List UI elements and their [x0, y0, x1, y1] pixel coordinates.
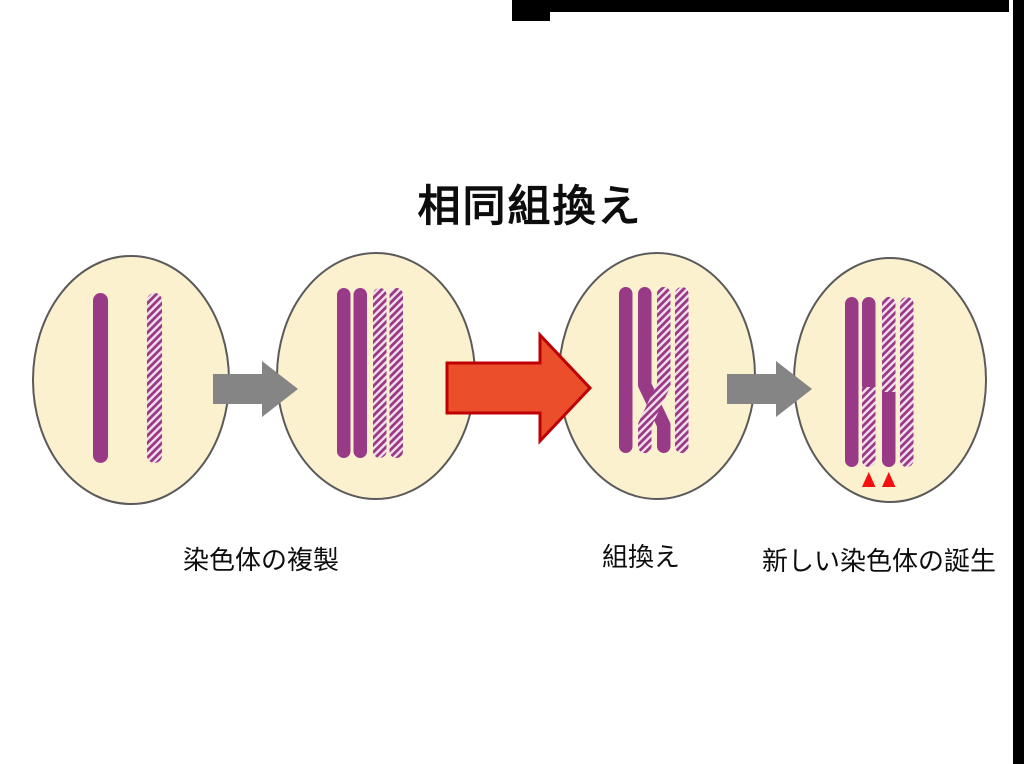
right-edge-black-bar	[1013, 0, 1024, 764]
chromosome-solid	[93, 293, 108, 463]
chromatid-recombinant-1	[862, 297, 876, 467]
result-arrow-icon	[727, 361, 812, 417]
recombinant-marker-triangle-1	[862, 472, 876, 487]
replication-arrow-icon	[213, 361, 298, 417]
cell-crossover	[558, 252, 756, 500]
cell-replicated	[276, 252, 476, 500]
chromatid-recombinant-2	[882, 297, 896, 467]
chromatid-hatched-1	[373, 288, 387, 458]
label-chromosome-replication: 染色体の複製	[182, 545, 340, 575]
chromatid-hatched-2	[389, 288, 403, 458]
recombinant-marker-triangle-2	[882, 472, 896, 487]
cell-parent	[32, 255, 230, 505]
chromatid-hatched	[900, 297, 914, 467]
label-recombination: 組換え	[601, 542, 681, 572]
chromatid-solid	[845, 297, 859, 467]
chromatid-solid-2	[353, 288, 367, 458]
cell-membrane	[32, 255, 230, 505]
chromatid-solid-1	[337, 288, 351, 458]
cell-recombinant	[793, 257, 987, 503]
chromatid-hatched-crossing	[638, 287, 671, 453]
chromosome-hatched	[147, 293, 162, 463]
label-new-chromosome-birth: 新しい染色体の誕生	[761, 546, 997, 576]
slide-title: 相同組換え	[417, 183, 643, 231]
top-edge-black-stub	[512, 0, 550, 21]
recombination-arrow-icon	[445, 331, 593, 445]
top-edge-black-line	[512, 0, 1009, 12]
